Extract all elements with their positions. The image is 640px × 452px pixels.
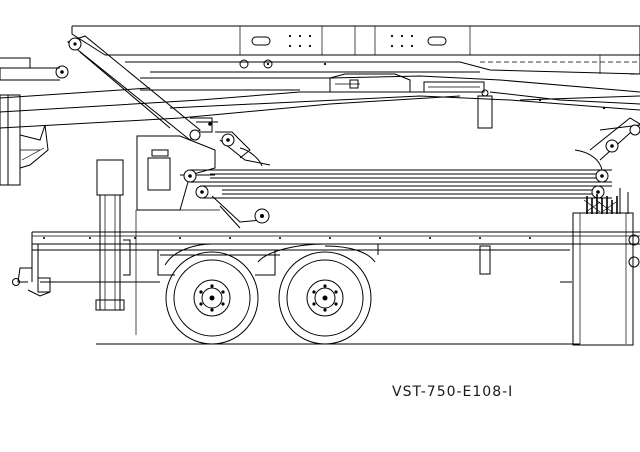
outrigger-front [95,159,137,335]
lift-arm [66,35,218,141]
bed-rivets [43,237,531,239]
control-valve-bank [583,194,618,214]
aerial-bucket [0,57,69,186]
wheel-rear [278,251,372,345]
middle-boom [0,67,640,131]
wheel-front [165,251,259,345]
boom-rivets [266,34,414,66]
boom-tip-right [480,25,640,75]
rear-pedestal [572,188,640,346]
hydraulic-cylinders [183,117,640,229]
turret [136,135,220,211]
truck-frame [12,231,640,297]
upper-boom [71,25,640,75]
drawing-code-label: VST-750-E108-I [392,384,514,400]
